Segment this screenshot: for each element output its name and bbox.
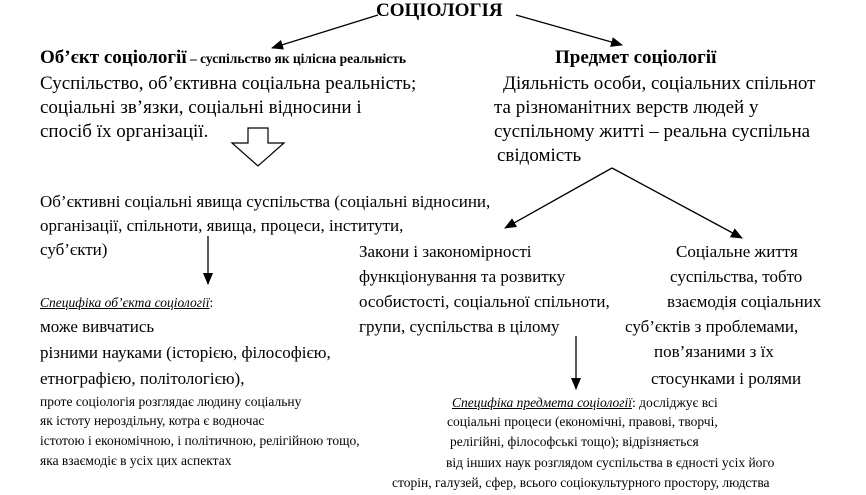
object-specifics-note: як істоту нероздільну, котра є водночас	[40, 413, 265, 428]
subject-specifics-line: сторін, галузей, сфер, всього соціокульт…	[392, 475, 770, 490]
object-heading-suffix: – суспільство як цілісна реальність	[186, 51, 407, 66]
social-life-line: стосунками і ролями	[651, 369, 802, 388]
object-specifics-line: різними науками (історією, філософією,	[40, 343, 331, 362]
subject-specifics-line: від інших наук розглядом суспільства в є…	[446, 455, 775, 470]
object-specifics-heading-line: Специфіка об’єкта соціології:	[40, 295, 213, 311]
laws-line: особистості, соціальної спільноти,	[359, 292, 610, 311]
laws-line: Закони і закономірності	[359, 242, 532, 261]
object-specifics-note: яка взаємодіє в усіх цих аспектах	[40, 453, 232, 468]
object-specifics-heading: Специфіка об’єкта соціології	[40, 295, 210, 310]
arrow-title-to-object	[271, 14, 379, 50]
subject-line: свідомість	[497, 145, 582, 166]
object-line: соціальні зв’язки, соціальні відносини і	[40, 97, 362, 118]
phenomena-line: організації, спільноти, явища, процеси, …	[40, 216, 404, 235]
social-life-line: пов’язаними з їх	[654, 342, 774, 361]
object-line: Суспільство, об’єктивна соціальна реальн…	[40, 73, 417, 94]
subject-specifics-heading-suffix: : досліджує всі	[632, 395, 718, 410]
object-specifics-line: етнографією, політологією),	[40, 369, 245, 388]
subject-heading: Предмет соціології	[555, 47, 717, 68]
subject-line: суспільному житті – реальна суспільна	[494, 121, 811, 142]
arrow-title-to-subject	[515, 14, 623, 47]
social-life-line: Соціальне життя	[676, 242, 798, 261]
object-specifics-note: істотою і економічною, і політичною, рел…	[40, 433, 360, 448]
title: СОЦІОЛОГІЯ	[376, 0, 503, 21]
phenomena-line: суб’єкти)	[40, 240, 108, 259]
social-life-line: суспільства, тобто	[670, 267, 803, 286]
social-life-line: взаємодія соціальних	[667, 292, 822, 311]
subject-line: Діяльність особи, соціальних спільнот	[503, 73, 816, 94]
arrow-to-laws	[504, 167, 613, 229]
social-life-line: суб’єктів з проблемами,	[625, 317, 799, 336]
phenomena-line: Об’єктивні соціальні явища суспільства (…	[40, 192, 491, 211]
subject-specifics-line: релігійні, філософські тощо); відрізняєт…	[450, 434, 699, 449]
laws-line: групи, суспільства в цілому	[359, 317, 560, 336]
object-specifics-line: може вивчатись	[40, 317, 155, 336]
subject-specifics-heading-line: Специфіка предмета соціології: досліджує…	[452, 395, 718, 411]
subject-specifics-heading: Специфіка предмета соціології	[452, 395, 633, 410]
object-heading: Об’єкт соціології	[40, 47, 187, 68]
subject-line: та різноманітних верств людей у	[494, 97, 759, 118]
object-line: спосіб їх організації.	[40, 121, 209, 142]
object-specifics-note: проте соціологія розглядає людину соціал…	[40, 394, 302, 409]
subject-specifics-line: соціальні процеси (економічні, правові, …	[447, 414, 718, 429]
object-heading-line: Об’єкт соціології – суспільство як ціліс…	[40, 48, 406, 67]
arrow-to-social-life	[611, 167, 743, 239]
laws-line: функціонування та розвитку	[359, 267, 566, 286]
block-arrow-down	[230, 127, 286, 167]
object-specifics-heading-suffix: :	[209, 295, 214, 310]
